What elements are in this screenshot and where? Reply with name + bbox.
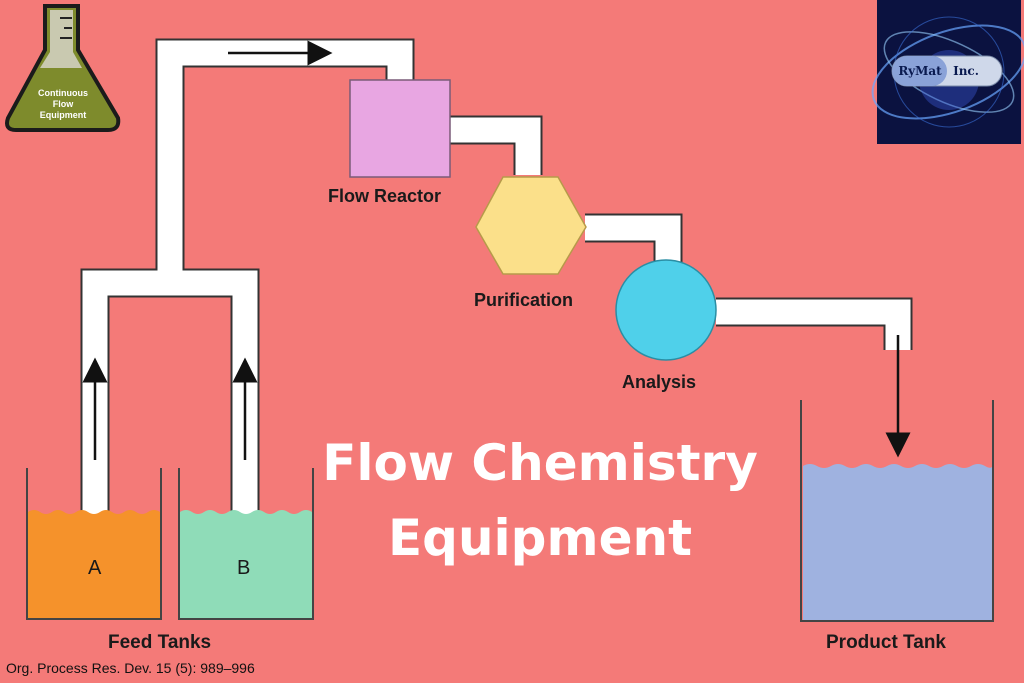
- purification-label: Purification: [474, 290, 573, 310]
- product-tank-label: Product Tank: [826, 632, 946, 653]
- feed-tank-b: [178, 468, 314, 620]
- purification-hexagon: [475, 176, 587, 275]
- analysis-label: Analysis: [622, 372, 696, 392]
- citation: Org. Process Res. Dev. 15 (5): 989–996: [6, 660, 255, 676]
- product-tank: [800, 400, 994, 622]
- rymat-text: RyMat: [898, 64, 942, 78]
- rymat-logo: RyMat Inc.: [871, 0, 1024, 144]
- tank-a-label: A: [88, 557, 102, 579]
- continuous-flow-logo: Continuous Flow Equipment: [5, 4, 121, 132]
- logo-text-1: Continuous: [38, 88, 88, 98]
- inc-text: Inc.: [953, 64, 979, 78]
- logo-text-3: Equipment: [40, 110, 87, 120]
- feed-tank-a: [26, 468, 162, 620]
- flow-reactor-box: [349, 79, 451, 178]
- analysis-circle: [615, 259, 717, 361]
- title-line-1: Flow Chemistry: [322, 434, 758, 492]
- flow-reactor-label: Flow Reactor: [328, 186, 441, 206]
- tank-b-label: B: [237, 557, 250, 579]
- title-line-2: Equipment: [388, 509, 692, 567]
- logo-text-2: Flow: [53, 99, 74, 109]
- feed-tanks-label: Feed Tanks: [108, 632, 211, 653]
